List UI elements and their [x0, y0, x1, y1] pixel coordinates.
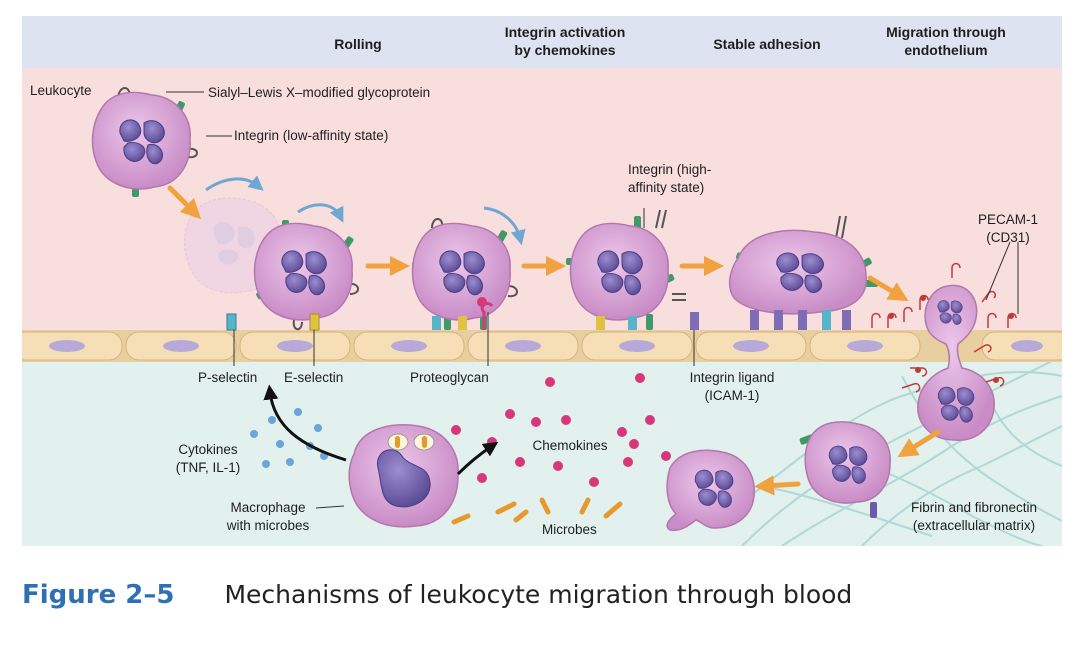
label-chemokines: Chemokines	[532, 438, 607, 453]
label-pecam-line2: (CD31)	[986, 230, 1030, 245]
signal-arrows	[263, 384, 499, 476]
leukocyte-rolling	[253, 220, 359, 331]
figure-caption-text: Mechanisms of leukocyte migration throug…	[224, 580, 853, 609]
leukocyte-rolling-2	[411, 218, 518, 330]
stage-migration-line2: endothelium	[904, 42, 987, 58]
stage-stable-adhesion: Stable adhesion	[713, 36, 820, 52]
label-integrin-low: Integrin (low-affinity state)	[234, 128, 388, 143]
stage-integrin-activation-line2: by chemokines	[514, 42, 615, 58]
label-sialyl-lewis: Sialyl–Lewis X–modified glycoprotein	[208, 85, 430, 100]
label-integrin-ligand-line2: (ICAM-1)	[705, 388, 760, 403]
leukocyte-in-tissue	[799, 421, 891, 518]
macrophage	[348, 424, 459, 528]
leukocyte-transmigrating	[871, 262, 1017, 441]
stage-migration-line1: Migration through	[886, 24, 1006, 40]
label-integrin-ligand-line1: Integrin ligand	[690, 370, 775, 385]
label-macrophage-line1: Macrophage	[230, 500, 305, 515]
flow-arrows	[167, 185, 941, 496]
stage-rolling: Rolling	[334, 36, 381, 52]
leukocyte-integrin-activated	[566, 209, 686, 330]
endothelial-molecules	[226, 297, 851, 331]
leader-lines	[166, 91, 1019, 509]
label-microbes: Microbes	[542, 522, 597, 537]
figure-caption: Figure 2–5 Mechanisms of leukocyte migrat…	[22, 580, 1062, 620]
label-macrophage-line2: with microbes	[226, 518, 310, 533]
label-integrin-high-line1: Integrin (high-	[628, 162, 711, 177]
label-integrin-high-line2: affinity state)	[628, 180, 704, 195]
label-cytokines-line1: Cytokines	[178, 442, 238, 457]
label-e-selectin: E-selectin	[284, 370, 343, 385]
label-p-selectin: P-selectin	[198, 370, 257, 385]
label-proteoglycan: Proteoglycan	[410, 370, 489, 385]
leukocyte-stable-adhesion	[728, 215, 878, 315]
leukocyte-migration-diagram: Rolling Integrin activation by chemokine…	[22, 16, 1062, 546]
leukocyte-phagocytic	[666, 449, 755, 532]
chemokine-particles	[451, 373, 671, 487]
header-band	[22, 16, 1062, 68]
label-leukocyte: Leukocyte	[30, 83, 92, 98]
label-pecam-line1: PECAM-1	[978, 212, 1038, 227]
figure-number: Figure 2–5	[22, 580, 175, 610]
leukocyte-free	[91, 87, 198, 197]
stage-integrin-activation-line1: Integrin activation	[505, 24, 626, 40]
label-fibrin-line1: Fibrin and fibronectin	[911, 500, 1037, 515]
label-cytokines-line2: (TNF, IL-1)	[176, 460, 241, 475]
microbe-particles	[451, 497, 623, 525]
label-fibrin-line2: (extracellular matrix)	[913, 518, 1035, 533]
endothelium	[22, 330, 1062, 362]
rotation-arrows	[205, 175, 526, 246]
